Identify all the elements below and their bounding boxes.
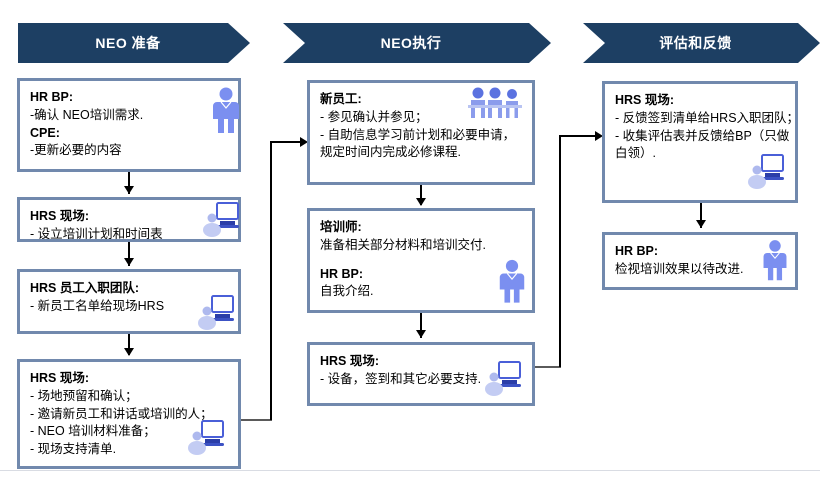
connector-arrowhead bbox=[416, 198, 426, 206]
person-computer-icon bbox=[198, 295, 234, 330]
connector-arrowhead bbox=[124, 348, 134, 356]
person-icon bbox=[213, 87, 239, 133]
bottom-divider bbox=[0, 470, 820, 471]
process-box-trainer-hrbp[interactable]: 培训师: 准备相关部分材料和培训交付. HR BP: 自我介绍. bbox=[307, 208, 535, 313]
connector-line bbox=[700, 203, 702, 228]
phase-banner-eval: 评估和反馈 bbox=[583, 23, 820, 63]
connector-line bbox=[270, 141, 272, 420]
box-line: -确认 NEO培训需求. bbox=[30, 107, 144, 122]
box-line: HRS 现场: bbox=[615, 93, 675, 107]
box-line: - 参见确认并参见； bbox=[320, 109, 428, 124]
box-line: - 自助信息学习前计划和必要申请， bbox=[320, 127, 516, 142]
connector-arrowhead bbox=[124, 258, 134, 266]
box-line: - NEO 培训材料准备； bbox=[30, 424, 156, 439]
box-line: - 设立培训计划和时间表 bbox=[30, 226, 163, 241]
box-line: 准备相关部分材料和培训交付. bbox=[320, 237, 486, 252]
box-spacer bbox=[320, 255, 522, 266]
connector-arrowhead bbox=[300, 137, 308, 147]
person-computer-icon bbox=[188, 420, 224, 455]
connector-arrowhead bbox=[416, 330, 426, 338]
box-line: - 新员工名单给现场HRS bbox=[30, 298, 165, 313]
box-line: 自我介绍. bbox=[320, 284, 374, 299]
connector-line bbox=[420, 313, 422, 338]
box-line: 检视培训效果以待改进. bbox=[615, 261, 744, 276]
people-group-icon bbox=[468, 87, 522, 118]
connector-line bbox=[420, 185, 422, 205]
connector-arrowhead bbox=[595, 131, 603, 141]
connector-arrowhead bbox=[124, 186, 134, 194]
connector-line bbox=[559, 135, 598, 137]
box-line: HRS 现场: bbox=[320, 354, 380, 368]
box-line: HRS 现场: bbox=[30, 209, 90, 223]
connector-line bbox=[535, 366, 561, 368]
box-line: - 反馈签到清单给HRS入职团队； bbox=[615, 110, 798, 125]
box-line: - 设备，签到和其它必要支持. bbox=[320, 371, 482, 386]
connector-line bbox=[270, 141, 303, 143]
box-line: HRS 现场: bbox=[30, 371, 90, 385]
phase-banner-prep: NEO 准备 bbox=[18, 23, 250, 63]
box-line: - 收集评估表并反馈给BP（只做 bbox=[615, 128, 790, 143]
box-line: - 场地预留和确认； bbox=[30, 388, 138, 403]
box-line: - 邀请新员工和讲话或培训的人； bbox=[30, 406, 213, 421]
person-computer-icon bbox=[485, 361, 521, 396]
connector-line bbox=[128, 172, 130, 194]
phase-banner-eval-label: 评估和反馈 bbox=[659, 35, 732, 51]
phase-banner-prep-label: NEO 准备 bbox=[95, 35, 161, 51]
connector-line bbox=[241, 419, 272, 421]
box-line: HR BP: bbox=[30, 90, 74, 104]
box-line: 规定时间内完成必修课程. bbox=[320, 145, 461, 160]
person-computer-icon bbox=[748, 154, 784, 189]
person-computer-icon bbox=[203, 202, 239, 237]
process-box-hrs-site-prepare[interactable]: HRS 现场: - 场地预留和确认； - 邀请新员工和讲话或培训的人； - NE… bbox=[17, 359, 241, 469]
box-line: CPE: bbox=[30, 125, 60, 140]
connector-arrowhead bbox=[696, 220, 706, 228]
person-icon bbox=[499, 259, 525, 303]
box-line: -更新必要的内容 bbox=[30, 143, 122, 158]
box-line: 培训师: bbox=[320, 220, 362, 234]
person-icon bbox=[763, 240, 787, 281]
connector-line bbox=[128, 242, 130, 266]
box-line: 新员工: bbox=[320, 92, 362, 106]
phase-banner-exec-label: NEO执行 bbox=[380, 35, 442, 51]
box-line: - 现场支持清单. bbox=[30, 442, 117, 456]
connector-line bbox=[128, 334, 130, 355]
box-line: HRS 员工入职团队: bbox=[30, 281, 140, 295]
phase-banner-exec: NEO执行 bbox=[283, 23, 551, 63]
box-line: HR BP: bbox=[615, 244, 659, 258]
connector-line bbox=[559, 135, 561, 367]
box-line: 白领）. bbox=[615, 146, 656, 161]
box-line: HR BP: bbox=[320, 266, 364, 281]
process-box-hrbp-cpe[interactable]: HR BP: -确认 NEO培训需求. CPE: -更新必要的内容 bbox=[17, 78, 241, 172]
process-box-hrs-site-plan[interactable]: HRS 现场: - 设立培训计划和时间表 bbox=[17, 197, 241, 242]
